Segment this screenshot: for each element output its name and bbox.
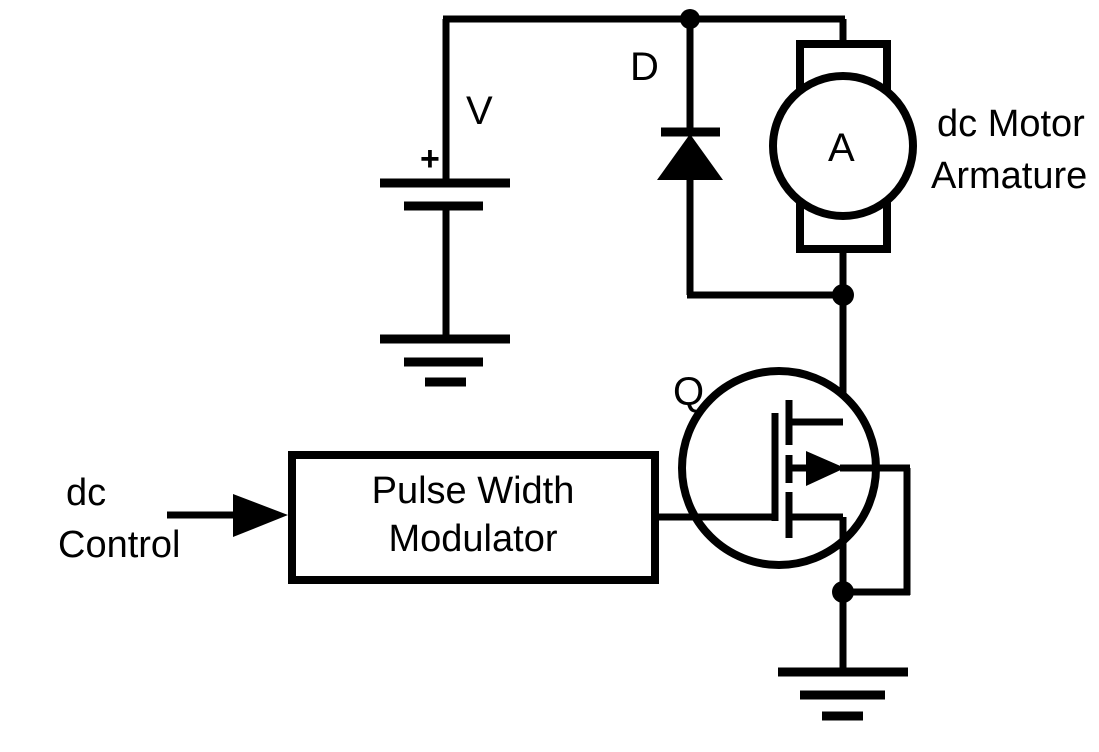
arrow-right-icon xyxy=(233,494,288,537)
source-polarity-label: + xyxy=(420,140,440,178)
pwm-label-line-1: Pulse Width xyxy=(372,470,575,512)
control-label-line-1: dc xyxy=(66,472,106,514)
junction-dot-supply xyxy=(680,9,700,29)
source-voltage-label: V xyxy=(466,89,493,133)
battery-dc-source xyxy=(380,178,510,387)
power-mosfet xyxy=(655,367,911,596)
diode-triangle-icon xyxy=(657,134,723,180)
pulse-width-modulator-block[interactable] xyxy=(288,451,659,584)
transistor-label: Q xyxy=(673,370,704,414)
flyback-diode xyxy=(657,19,846,299)
motor-caption-line-2: Armature xyxy=(931,155,1087,197)
dc-motor-armature xyxy=(769,19,917,298)
control-input-arrow xyxy=(167,494,288,537)
motor-caption-line-1: dc Motor xyxy=(937,103,1085,145)
motor-armature-letter: A xyxy=(828,126,855,170)
mosfet-source-ground xyxy=(778,592,908,721)
control-label-line-2: Control xyxy=(58,524,181,566)
diode-label: D xyxy=(630,45,659,89)
supply-top-rail xyxy=(442,15,845,182)
pwm-label-line-2: Modulator xyxy=(389,518,558,560)
mosfet-body-arrow-icon xyxy=(806,451,845,486)
